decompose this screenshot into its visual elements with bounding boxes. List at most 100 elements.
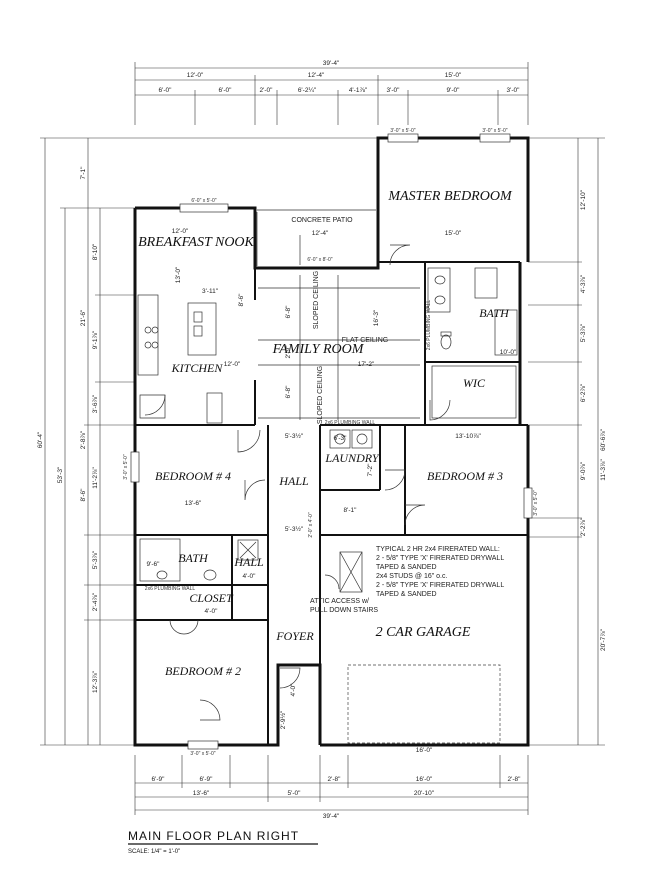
dim-bath-10-0: 10'-0" [500,349,517,356]
dim-bot-6-9b: 6'-9" [200,776,214,783]
dim-garage-16-0: 16'-0" [416,747,433,754]
dim-bed3-13-10: 13'-10⅞" [455,433,481,440]
dim-bot-13-6: 13'-6" [193,790,210,797]
room-master-bath: BATH [479,306,510,320]
dim-top-6-0b: 6'-0" [219,87,233,94]
room-laundry: LAUNDRY [324,451,379,465]
dim-foyer-4-0: 4'-0" [290,683,297,697]
dim-bot-2-8a: 2'-8" [328,776,342,783]
dim-nook-13-0: 13'-0" [175,266,182,283]
dim-foyer-2-9: 2'-9½" [279,710,287,729]
note-firewall-6: TAPED & SANDED [376,591,437,598]
win-bath: 2'-0" x 4'-0" [308,512,314,537]
dim-right-overall: 60'-6⅞" [600,428,607,451]
room-master-bedroom: MASTER BEDROOM [387,189,513,204]
garage-details [339,551,501,744]
dim-right-20-7: 20'-7⅞" [600,628,607,651]
note-firewall-1: TYPICAL 2 HR 2x4 FIRERATED WALL: [376,546,500,553]
dim-hall-5-3a: 5'-3½" [285,432,304,440]
title-block: MAIN FLOOR PLAN RIGHT SCALE: 1/4" = 1'-0… [128,829,318,855]
right-dimensions: 60'-6⅞" 12'-10" 4'-3⅞" 5'-3⅞" 6'-2⅞" 9'-… [528,137,607,746]
dim-fam-17-2: 17'-2" [358,361,375,368]
dim-right-4-3: 4'-3⅞" [580,274,587,293]
interior-dimensions: 12'-0" 13'-0" 8'-6" 12'-4" 15'-0" 17'-2"… [147,228,517,754]
win-nook: 6'-0" x 5'-0" [191,198,216,204]
dim-fam-16-3: 16'-3" [373,309,380,326]
notes: CONCRETE PATIO FLAT CEILING SLOPED CEILI… [145,217,505,614]
dim-left-21-6: 21'-6" [80,309,87,326]
kitchen-fixtures [137,294,223,424]
dim-right-9-0: 9'-0⅞" [580,461,587,480]
laundry-fixtures [329,429,373,449]
dim-top-4-1: 4'-1⅞" [349,87,368,94]
dim-left-2-8: 2'-8⅞" [80,430,87,449]
dim-top-6-2: 6'-2¼" [298,87,317,94]
room-family-room: FAMILY ROOM [272,342,365,357]
ceiling-lines [258,235,420,420]
dim-hall-4-0: 4'-0" [243,573,257,580]
exterior-walls [133,136,530,747]
win-bed3: 3'-0" x 5'-0" [533,490,539,515]
win-master-left: 3'-0" x 5'-0" [390,128,415,134]
dim-hall-5-3b: 5'-3½" [285,525,304,533]
dim-left-5-3: 5'-3⅞" [92,550,99,569]
interior-walls [135,208,528,745]
note-sloped-ceiling-2: SLOPED CEILING [317,366,324,424]
dim-left-9-1: 9'-1⅞" [92,330,99,349]
dim-bot-5-0: 5'-0" [288,790,302,797]
dim-left-8-10: 8'-10" [92,243,99,260]
dim-laundry-7-2: 7'-2" [367,463,374,477]
window-labels: 3'-0" x 5'-0" 3'-0" x 5'-0" 6'-0" x 5'-0… [123,128,539,757]
dim-right-12-10: 12'-10" [580,189,587,210]
dim-fam-6-8a: 6'-8" [285,305,292,319]
dim-patio-12-4: 12'-4" [312,230,329,237]
dim-left-overall: 60'-4" [37,431,44,448]
dim-right-6-2: 6'-2⅞" [580,383,587,402]
windows [130,133,533,750]
dim-top-6-0a: 6'-0" [159,87,173,94]
dim-bed3-8-1: 8'-1" [344,507,358,514]
dim-left-12-3: 12'-3⅞" [92,670,99,693]
dim-bath-9-6: 9'-6" [147,561,161,568]
dim-top-3-0b: 3'-0" [507,87,521,94]
dim-top-3-0a: 3'-0" [387,87,401,94]
plan-title: MAIN FLOOR PLAN RIGHT [128,829,299,843]
dim-right-11-3: 11'-3⅞" [600,459,607,481]
dim-kitchen-12-0: 12'-0" [224,361,241,368]
dim-bot-16-0: 16'-0" [416,776,433,783]
note-plumbing-wall-3: 2x6 PLUMBING WALL [145,586,196,592]
dim-bot-overall: 39'-4" [323,813,340,820]
note-firewall-4: 2x4 STUDS @ 16" o.c. [376,573,448,580]
note-concrete-patio: CONCRETE PATIO [291,217,353,224]
dim-laundry-6-3: 6'-3" [334,435,348,442]
room-garage: 2 CAR GARAGE [376,625,471,640]
master-bath-fixtures [427,267,518,356]
dim-left-53-3: 53'-3" [57,466,64,483]
room-bedroom-4: BEDROOM # 4 [155,469,231,483]
plan-scale: SCALE: 1/4" = 1'-0" [128,849,180,855]
dim-left-8-6: 8'-6" [80,488,87,502]
room-breakfast-nook: BREAKFAST NOOK [138,235,254,250]
top-dimensions: 39'-4" 12'-0" 12'-4" 15'-0" 6'-0" 6'-0" … [134,60,529,125]
bottom-dimensions: 6'-9" 6'-9" 2'-8" 16'-0" 2'-8" 13'-6" 5'… [134,755,529,820]
dim-bot-6-9a: 6'-9" [152,776,166,783]
dim-kitchen-3-11: 3'-11" [202,288,219,295]
dim-left-2-4: 2'-4⅞" [92,592,99,611]
dim-top-15-0: 15'-0" [445,72,462,79]
dim-top-2-0: 2'-0" [260,87,274,94]
room-wic: WIC [463,376,486,390]
dim-left-3-6: 3'-6⅞" [92,394,99,413]
room-kitchen: KITCHEN [171,361,224,375]
dim-top-12-4: 12'-4" [308,72,325,79]
dim-bot-2-8b: 2'-8" [508,776,522,783]
note-flat-ceiling: FLAT CEILING [342,337,388,344]
note-firewall-3: TAPED & SANDED [376,564,437,571]
doors [169,244,451,721]
room-hall-bath: BATH [178,551,209,565]
dim-left-11-2: 11'-2⅞" [92,467,99,489]
win-bed2: 3'-0" x 5'-0" [190,751,215,757]
dim-master-15-0: 15'-0" [445,230,462,237]
room-closet: CLOSET [189,591,234,605]
dim-closet-4-0: 4'-0" [205,608,219,615]
